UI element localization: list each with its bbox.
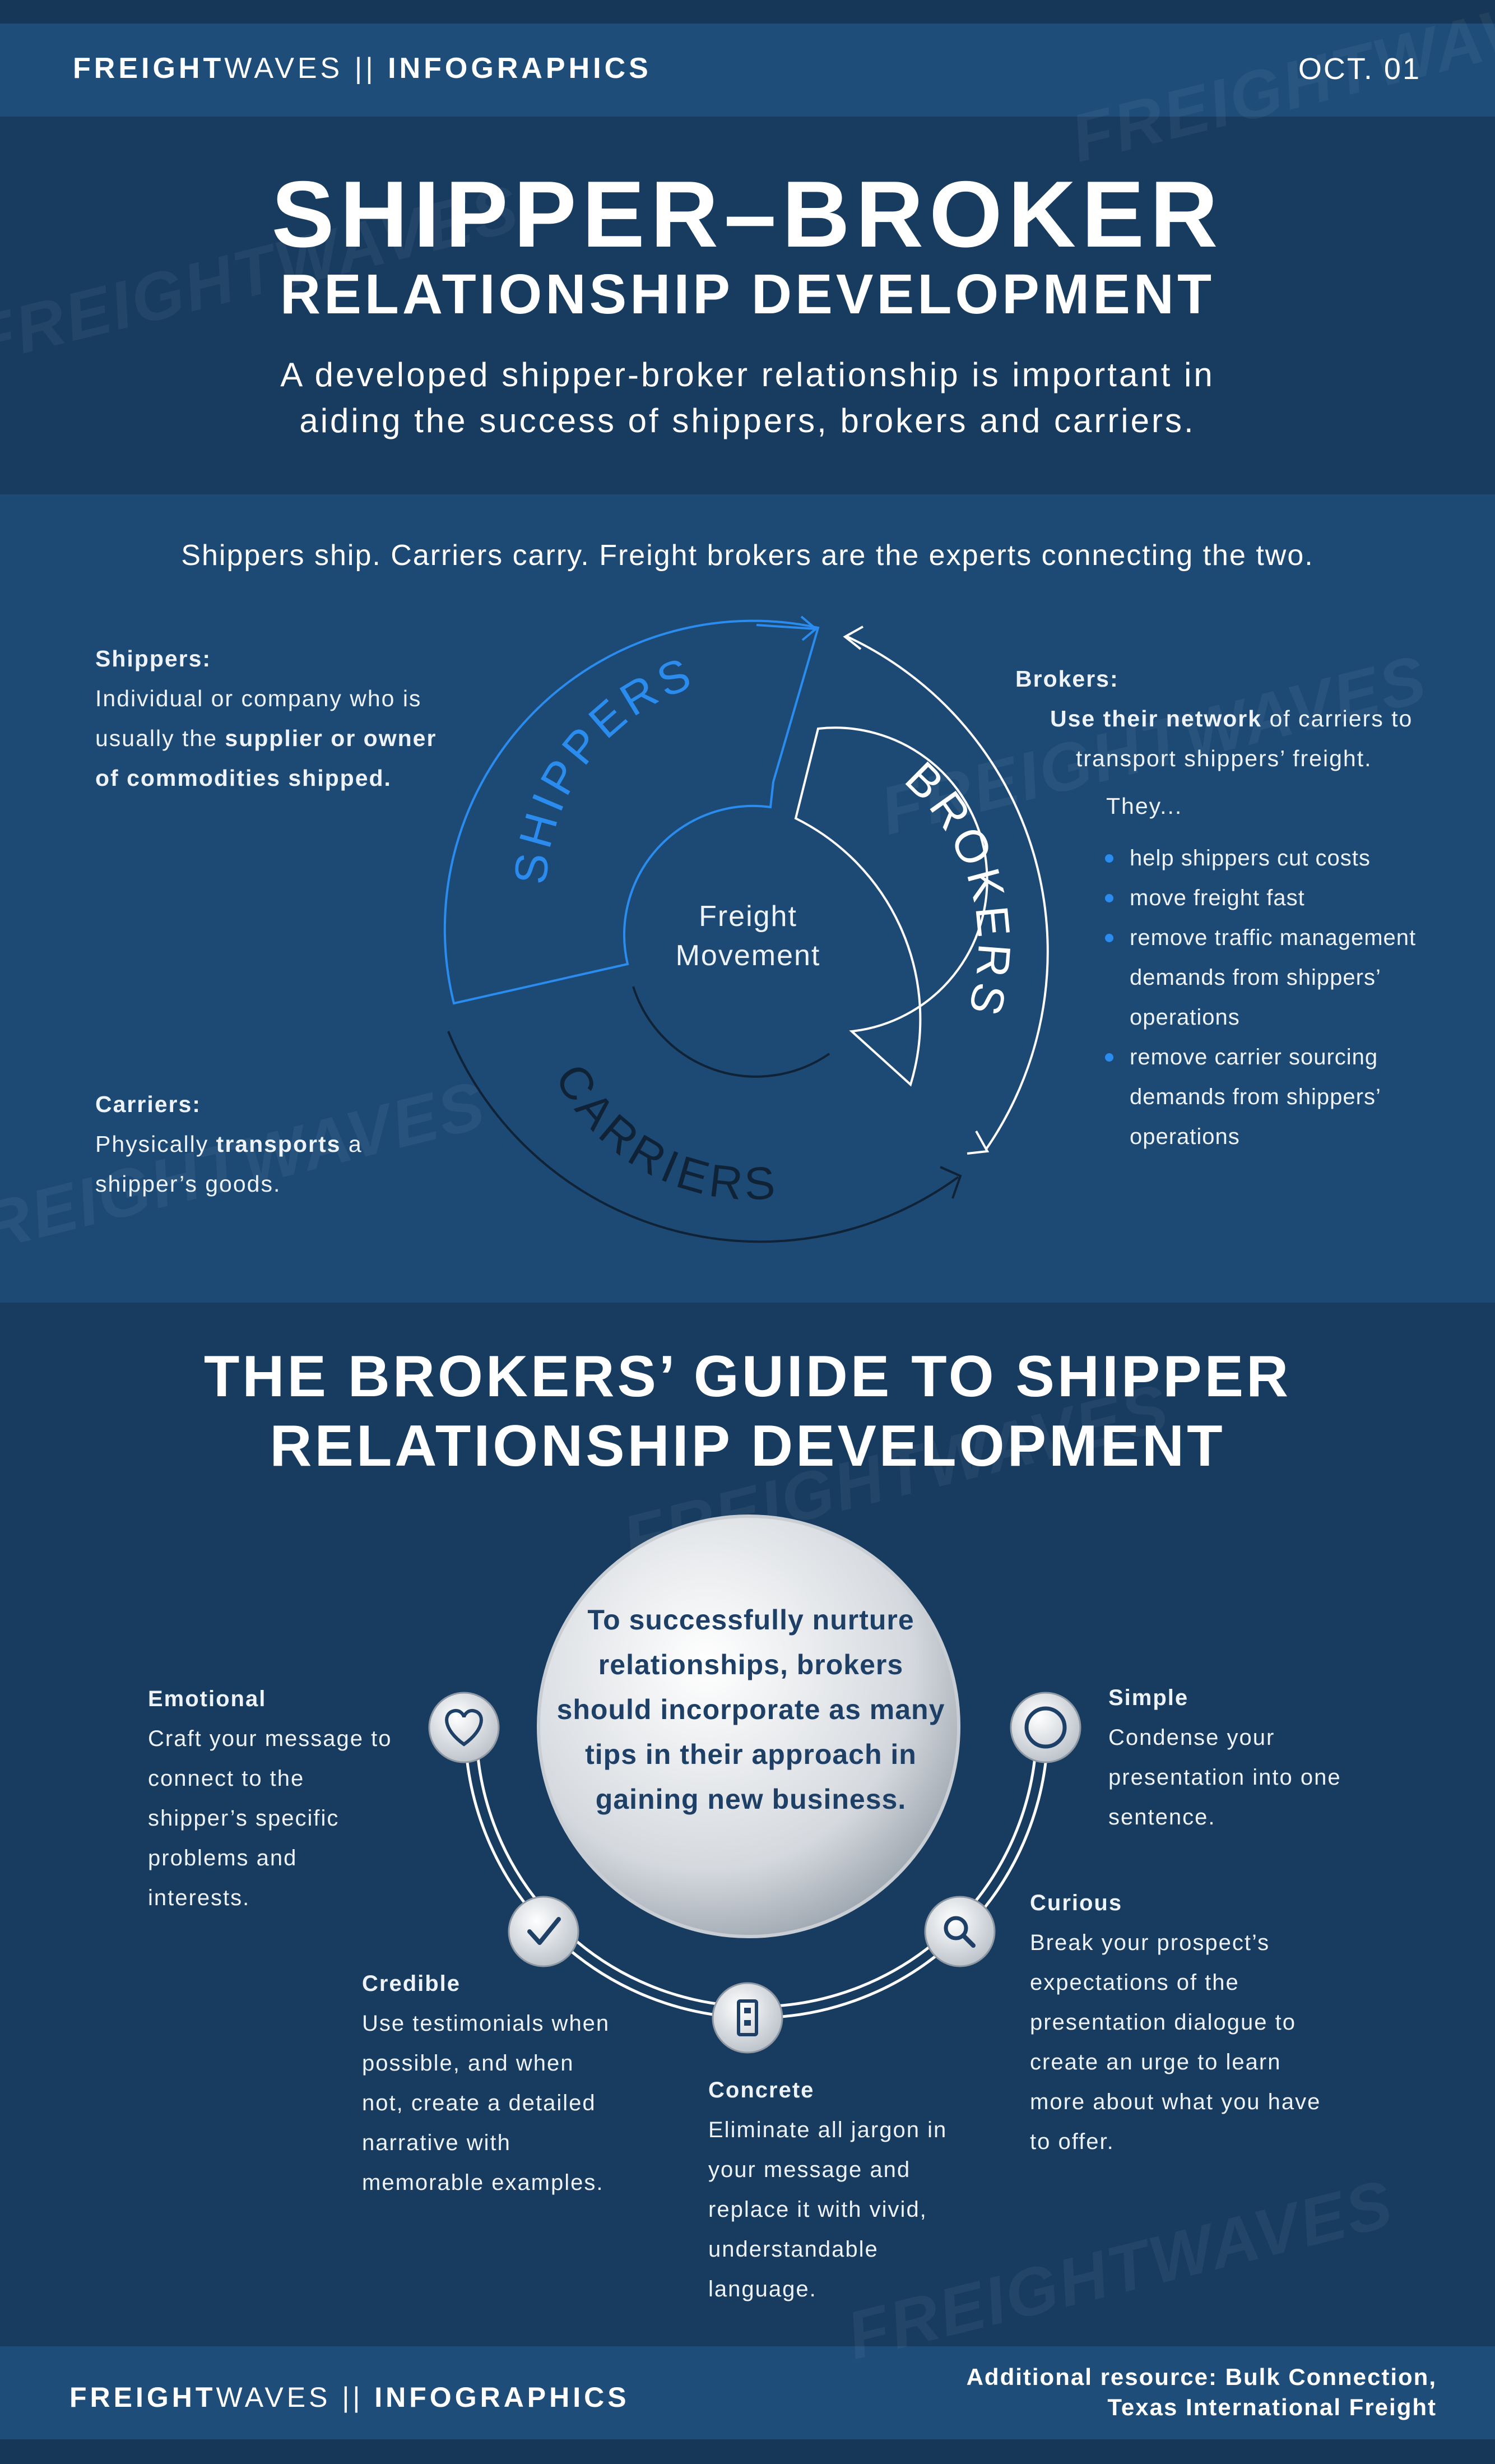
brokers-bullet-list: help shippers cut costs move freight fas… <box>1105 839 1452 1157</box>
brokers-outer-arrow <box>846 635 1049 1150</box>
carriers-band <box>447 986 959 1243</box>
tip-concrete-text: Eliminate all jargon in your message and… <box>708 2118 948 2301</box>
brokers-label: Brokers: <box>1015 666 1119 692</box>
resource-line-1: Additional resource: Bulk Connection, <box>966 2364 1437 2390</box>
carriers-line-2: shipper’s goods. <box>95 1171 281 1197</box>
resource-line-2: Texas International Freight <box>1107 2394 1437 2420</box>
brokers-they: They... <box>1106 793 1183 819</box>
top-strip <box>0 0 1495 24</box>
brokers-arrowhead-top <box>843 626 863 650</box>
tip-emotional: Emotional Craft your message to connect … <box>148 1679 400 1918</box>
additional-resource: Additional resource: Bulk Connection, Te… <box>967 2362 1437 2423</box>
brokers-line-2: transport shippers’ freight. <box>1076 745 1372 771</box>
brand-section: INFOGRAPHICS <box>374 2382 630 2413</box>
shippers-band <box>443 619 820 1005</box>
center-label-movement: Movement <box>675 939 821 972</box>
carriers-description: Carriers: Physically transports a shippe… <box>95 1085 487 1204</box>
brand-waves: WAVES <box>216 2382 331 2413</box>
tip-curious-title: Curious <box>1030 1891 1123 1915</box>
brand-separator: || <box>342 2382 364 2413</box>
shippers-line-3: of commodities shipped. <box>95 765 392 791</box>
circle-icon <box>1010 1692 1081 1763</box>
shippers-label: Shippers: <box>95 646 212 671</box>
tip-concrete-title: Concrete <box>708 2078 815 2102</box>
magnifier-icon <box>924 1896 996 1967</box>
tip-curious: Curious Break your prospect’s expectatio… <box>1030 1883 1344 2162</box>
center-circle-text: To successfully nurture relationships, b… <box>556 1604 945 1815</box>
check-icon <box>508 1896 579 1967</box>
brand-freight: FREIGHT <box>73 52 225 85</box>
list-item: help shippers cut costs <box>1105 839 1452 878</box>
tip-emotional-title: Emotional <box>148 1687 267 1711</box>
tip-simple: Simple Condense your presentation into o… <box>1108 1678 1355 1837</box>
tip-credible: Credible Use testimonials when possible,… <box>362 1964 614 2203</box>
tip-concrete: Concrete Eliminate all jargon in your me… <box>708 2071 994 2309</box>
shippers-description: Shippers: Individual or company who is u… <box>95 639 487 798</box>
shippers-line-1: Individual or company who is <box>95 686 422 711</box>
tip-credible-text: Use testimonials when possible, and when… <box>362 2011 610 2195</box>
footer-bar <box>0 2346 1495 2439</box>
header-bar <box>0 24 1495 117</box>
brokers-band <box>794 726 988 1087</box>
page-title-sub: RELATIONSHIP DEVELOPMENT <box>280 263 1215 326</box>
subtitle-line-2: aiding the success of shippers, brokers … <box>299 402 1196 439</box>
issue-date: OCT. 01 <box>1298 52 1421 86</box>
carriers-label: Carriers: <box>95 1091 201 1117</box>
brand-separator: || <box>354 52 377 85</box>
page-title: SHIPPER–BROKER <box>271 161 1224 267</box>
brand-freight: FREIGHT <box>69 2382 216 2413</box>
tip-credible-title: Credible <box>362 1971 461 1996</box>
guide-title-line-1: THE BROKERS’ GUIDE TO SHIPPER <box>203 1344 1292 1409</box>
guide-title-line-2: RELATIONSHIP DEVELOPMENT <box>270 1414 1225 1479</box>
flow-tagline: Shippers ship. Carriers carry. Freight b… <box>181 539 1314 572</box>
shippers-line-2: usually the supplier or owner <box>95 725 437 751</box>
carriers-line-1: Physically transports a <box>95 1131 363 1157</box>
list-item: remove traffic management demands from s… <box>1105 918 1452 1038</box>
footer-brand: FREIGHTWAVES || INFOGRAPHICS <box>69 2381 630 2414</box>
flow-section <box>0 494 1495 1303</box>
center-label-freight: Freight <box>699 900 797 933</box>
header-brand: FREIGHTWAVES || INFOGRAPHICS <box>73 52 652 85</box>
heart-icon <box>428 1692 500 1763</box>
tip-emotional-text: Craft your message to connect to the shi… <box>148 1726 392 1910</box>
tip-curious-text: Break your prospect’s expectations of th… <box>1030 1930 1321 2154</box>
subtitle-line-1: A developed shipper-broker relationship … <box>280 356 1215 393</box>
bottom-strip <box>0 2439 1495 2464</box>
list-item: move freight fast <box>1105 878 1452 918</box>
brand-waves: WAVES <box>224 52 343 85</box>
center-circle <box>537 1514 960 1938</box>
brand-section: INFOGRAPHICS <box>388 52 652 85</box>
flow-diagram: SHIPPERS BROKERS CARRIERS <box>443 615 1049 1243</box>
list-item: remove carrier sourcing demands from shi… <box>1105 1038 1452 1157</box>
brokers-arrowhead-bottom <box>967 1131 990 1155</box>
brokers-description: Brokers: Use their network of carriers t… <box>1015 659 1452 826</box>
title-area <box>0 117 1495 494</box>
brokers-line-1: Use their network of carriers to <box>1050 706 1413 731</box>
building-icon <box>712 1982 783 2054</box>
tip-simple-text: Condense your presentation into one sent… <box>1108 1725 1341 1830</box>
carriers-arrowhead <box>940 1166 962 1199</box>
tip-simple-title: Simple <box>1108 1685 1189 1710</box>
shippers-arrow <box>756 615 818 641</box>
